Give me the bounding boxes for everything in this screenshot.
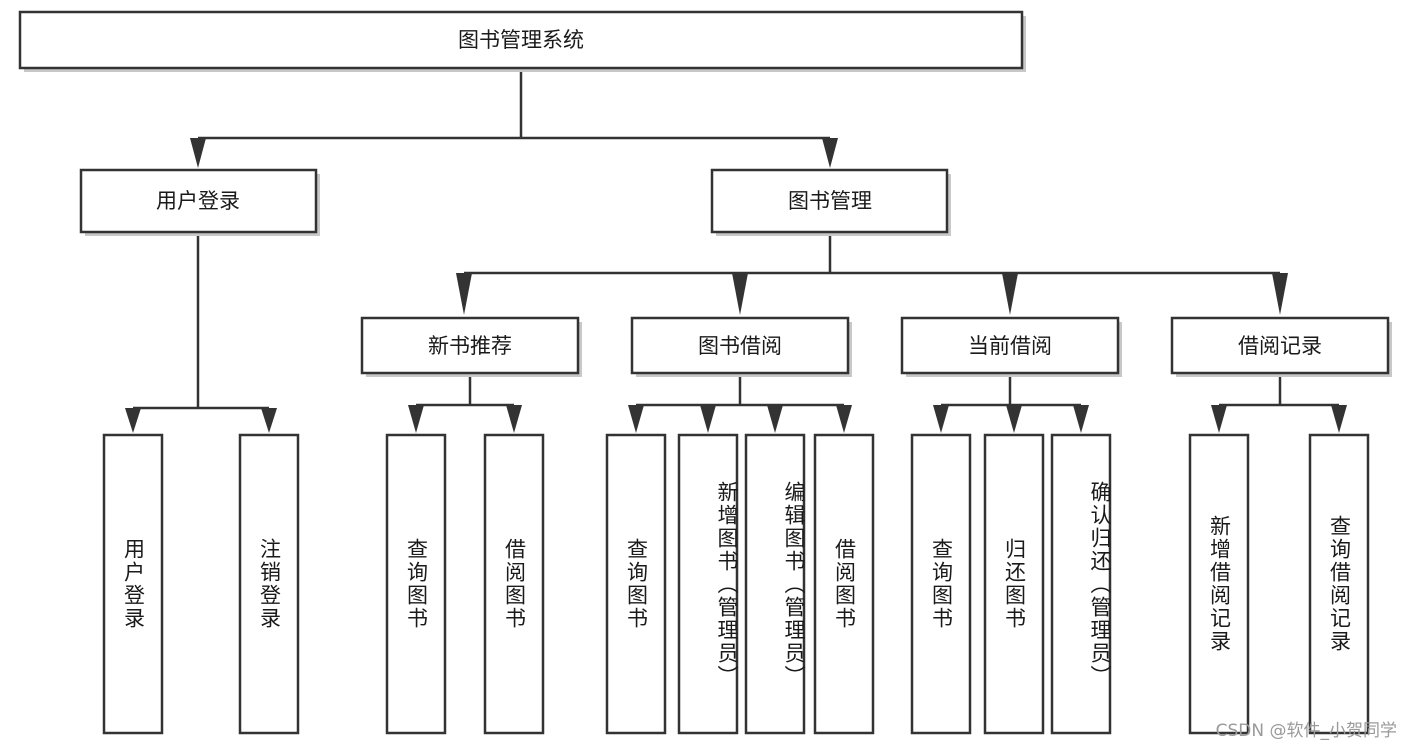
leaf-box-borrow-book-1[interactable]	[483, 433, 545, 735]
node-book-borrow[interactable]: 图书借阅	[630, 316, 852, 377]
arrow-head-new-book-recommend	[456, 273, 472, 315]
leaf-box-user-login[interactable]	[102, 433, 164, 735]
node-user-login-box[interactable]	[79, 168, 318, 234]
node-new-book-recommend[interactable]: 新书推荐	[360, 316, 582, 377]
node-current-borrow[interactable]: 当前借阅	[900, 316, 1122, 377]
node-book-borrow-box[interactable]	[630, 316, 850, 375]
arrow-head-book-borrow	[732, 273, 748, 315]
arrow-head-leaf-query-book-1	[408, 405, 424, 433]
leaf-box-borrow-book-2[interactable]	[813, 433, 875, 735]
arrow-head-book-manage	[822, 138, 838, 168]
leaf-box-add-record[interactable]	[1188, 433, 1250, 735]
leaf-box-query-book-2[interactable]	[605, 433, 667, 735]
arrow-head-leaf-user-login	[125, 408, 141, 433]
connector-layer	[125, 68, 1347, 433]
arrow-head-leaf-borrow-book-1	[506, 405, 522, 433]
leaf-box-add-book[interactable]	[677, 433, 739, 735]
leaf-box-edit-book[interactable]	[744, 433, 806, 735]
leaf-box-query-book-1[interactable]	[385, 433, 447, 735]
leaf-box-confirm-return[interactable]	[1050, 433, 1112, 735]
arrow-head-leaf-confirm-return	[1073, 405, 1089, 433]
leaf-node-layer	[102, 433, 1370, 735]
arrow-head-leaf-query-book-3	[933, 405, 949, 433]
leaf-box-query-book-3[interactable]	[910, 433, 972, 735]
node-current-borrow-box[interactable]	[900, 316, 1120, 375]
arrow-head-leaf-query-record	[1331, 405, 1347, 433]
arrow-head-leaf-query-book-2	[628, 405, 644, 433]
node-borrow-record-label: 借阅记录	[1238, 334, 1322, 358]
arrow-head-leaf-logout-login	[261, 408, 277, 433]
node-borrow-record[interactable]: 借阅记录	[1170, 316, 1392, 377]
leaf-box-return-book[interactable]	[983, 433, 1045, 735]
arrow-head-leaf-add-record	[1211, 405, 1227, 433]
node-root-box[interactable]	[18, 10, 1024, 70]
node-root[interactable]: 图书管理系统	[18, 10, 1026, 72]
node-layer: 图书管理系统 用户登录 图书管理 新书推荐	[18, 10, 1392, 735]
leaf-box-query-record[interactable]	[1308, 433, 1370, 735]
leaf-box-logout-login[interactable]	[238, 433, 300, 735]
arrow-head-user-login	[190, 138, 206, 168]
arrow-head-leaf-add-book	[700, 405, 716, 433]
node-new-book-recommend-label: 新书推荐	[428, 334, 512, 358]
watermark-text: CSDN @软件_小贺同学	[1215, 721, 1397, 741]
arrow-head-current-borrow	[1002, 273, 1018, 315]
arrow-head-borrow-record	[1272, 273, 1288, 315]
node-user-login-label: 用户登录	[156, 189, 240, 213]
node-book-manage-box[interactable]	[710, 168, 949, 234]
node-book-manage-label: 图书管理	[788, 189, 872, 213]
arrow-head-leaf-return-book	[1006, 405, 1022, 433]
node-user-login[interactable]: 用户登录	[79, 168, 320, 236]
node-book-borrow-label: 图书借阅	[698, 334, 782, 358]
node-current-borrow-label: 当前借阅	[968, 334, 1052, 358]
node-book-manage[interactable]: 图书管理	[710, 168, 951, 236]
arrow-head-leaf-borrow-book-2	[836, 405, 852, 433]
node-new-book-recommend-box[interactable]	[360, 316, 580, 375]
node-borrow-record-box[interactable]	[1170, 316, 1390, 375]
node-root-label: 图书管理系统	[458, 28, 584, 52]
arrow-head-leaf-edit-book	[767, 405, 783, 433]
